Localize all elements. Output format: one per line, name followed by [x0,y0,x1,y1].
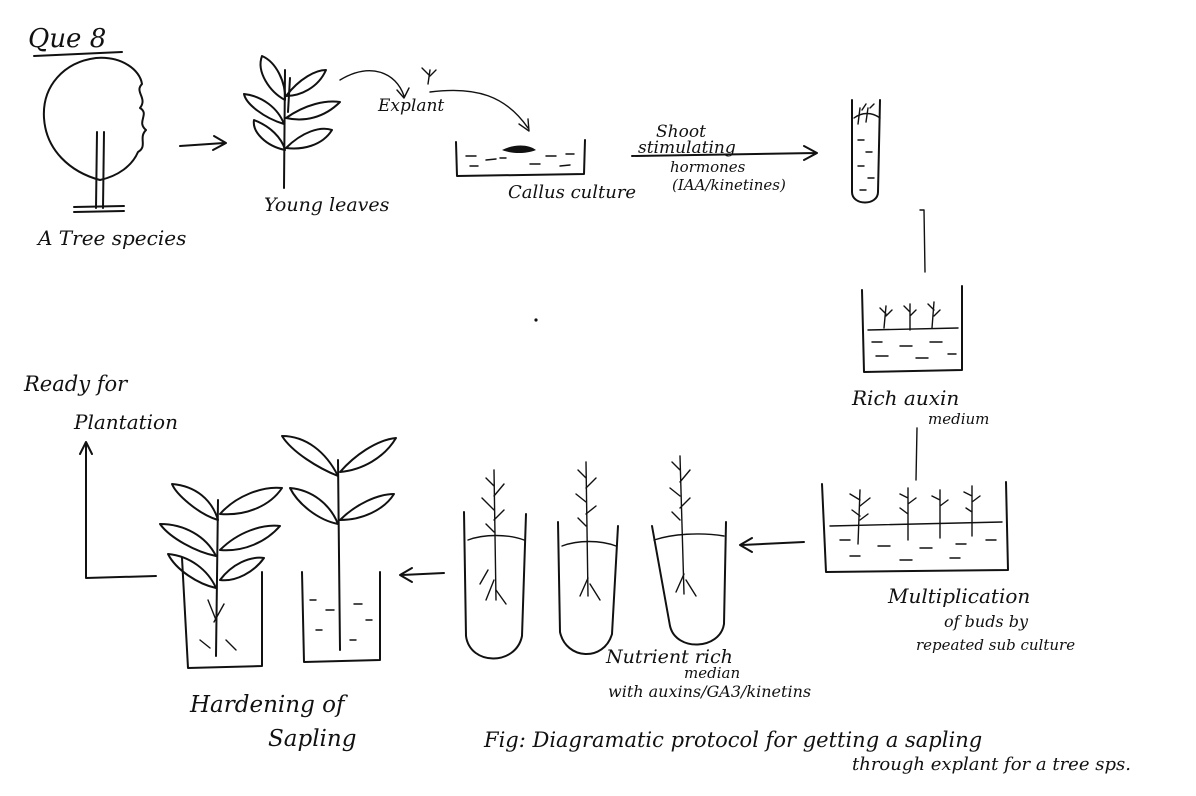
callus-dish-drawing [456,140,585,176]
with-auxins-label: with auxins/GA3/kinetins [608,684,811,700]
hardening-label: Hardening of [190,694,344,717]
connector-flask-to-multiplication [916,428,917,480]
arrow-to-plantation [80,442,156,578]
plantation-label: Plantation [74,412,178,432]
median-label: median [684,666,740,681]
young-leaves-label: Young leaves [264,196,389,215]
explant-label: Explant [378,98,444,115]
tree-label: A Tree species [38,228,186,248]
rich-auxin-flask-drawing [862,286,962,372]
arrow-explant-to-callus [430,90,529,131]
ink-dot [534,318,537,321]
arrow-multiplication-to-tubes [740,538,804,552]
connector-tube-to-flask [920,210,925,272]
multiplication-label: Multiplication [888,586,1030,606]
stimulating-label: stimulating [638,140,736,157]
young-leaves-drawing [244,56,340,188]
hormones-label: hormones [670,160,745,175]
nutrient-tubes-drawing [464,456,726,659]
hardening-saplings-drawing [160,436,396,668]
explant-sprig [422,68,436,84]
question-label: Que 8 [28,26,106,52]
rich-auxin-label: Rich auxin [852,388,959,408]
iaa-kinetines-label: (IAA/kinetines) [672,178,786,193]
test-tube-1-drawing [852,100,880,203]
arrow-tubes-to-saplings [400,568,444,582]
arrow-leaves-to-explant [340,71,409,98]
tree-drawing [44,58,146,212]
repeated-subculture-label: repeated sub culture [916,638,1075,653]
of-buds-label: of buds by [944,614,1028,630]
figure-caption-line2: through explant for a tree sps. [852,756,1131,774]
sapling-label: Sapling [268,728,356,751]
figure-caption-line1: Fig: Diagramatic protocol for getting a … [484,730,982,751]
ready-for-label: Ready for [24,374,127,395]
medium-label: medium [928,412,989,427]
arrow-tree-to-leaves [180,136,226,150]
multiplication-flask-drawing [822,482,1008,572]
callus-label: Callus culture [508,184,636,202]
